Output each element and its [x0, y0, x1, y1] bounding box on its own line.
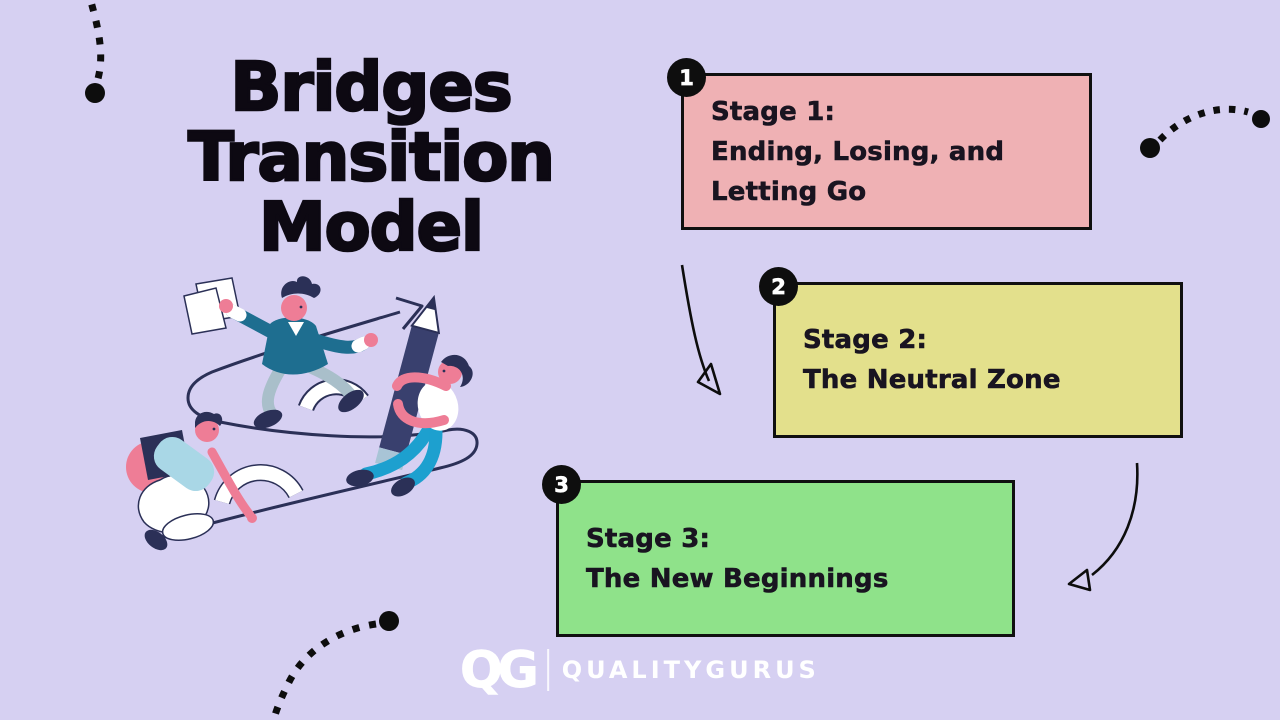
stage-1-box: 1 Stage 1: Ending, Losing, and Letting G…: [667, 58, 1092, 230]
person-crawling: [126, 411, 257, 551]
zigzag-arrow-path: [158, 296, 479, 540]
stage-2-box: 2 Stage 2: The Neutral Zone: [759, 267, 1183, 438]
stage-2-title: Stage 2:: [803, 325, 928, 356]
brand-footer: QG QUALITYGURUS: [460, 641, 820, 699]
stage-2-text: The Neutral Zone: [803, 365, 1061, 396]
logo-divider: [546, 649, 549, 691]
qualitygurus-monogram-logo: QG: [460, 641, 540, 699]
title-line: Model: [258, 188, 486, 266]
stage-3-number-badge: 3: [542, 465, 581, 504]
stage-2-number-badge: 2: [759, 267, 798, 306]
dotted-arc-right: [1140, 105, 1270, 158]
stage-3-text: The New Beginnings: [586, 563, 889, 594]
page-title: Bridges Transition Model: [128, 48, 614, 266]
giant-pencil: [375, 294, 441, 471]
title-line: Transition: [187, 118, 556, 196]
flow-arrow-1-to-2: [680, 264, 722, 396]
dotted-arc-bottom-left: [269, 611, 399, 720]
stage-1-number-badge: 1: [667, 58, 706, 97]
person-running: [183, 276, 378, 429]
team-climbing-arrow-illustration: [126, 276, 479, 551]
stage-3-title: Stage 3:: [586, 523, 711, 554]
arch-outline: [213, 464, 304, 505]
title-line: Bridges: [229, 48, 514, 126]
arch-outline: [298, 378, 369, 412]
stage-1-text: Letting Go: [711, 176, 867, 207]
flow-arrow-2-to-3: [1067, 462, 1139, 592]
arch-white: [215, 465, 303, 505]
stage-1-title: Stage 1:: [711, 96, 836, 127]
dotted-arc-top-left: [85, 0, 105, 103]
person-hugging-pencil: [346, 354, 473, 497]
stage-1-text: Ending, Losing, and: [711, 136, 1005, 167]
brand-name: QUALITYGURUS: [561, 656, 820, 684]
stage-3-box: 3 Stage 3: The New Beginnings: [542, 465, 1015, 637]
arch-white: [299, 380, 368, 411]
